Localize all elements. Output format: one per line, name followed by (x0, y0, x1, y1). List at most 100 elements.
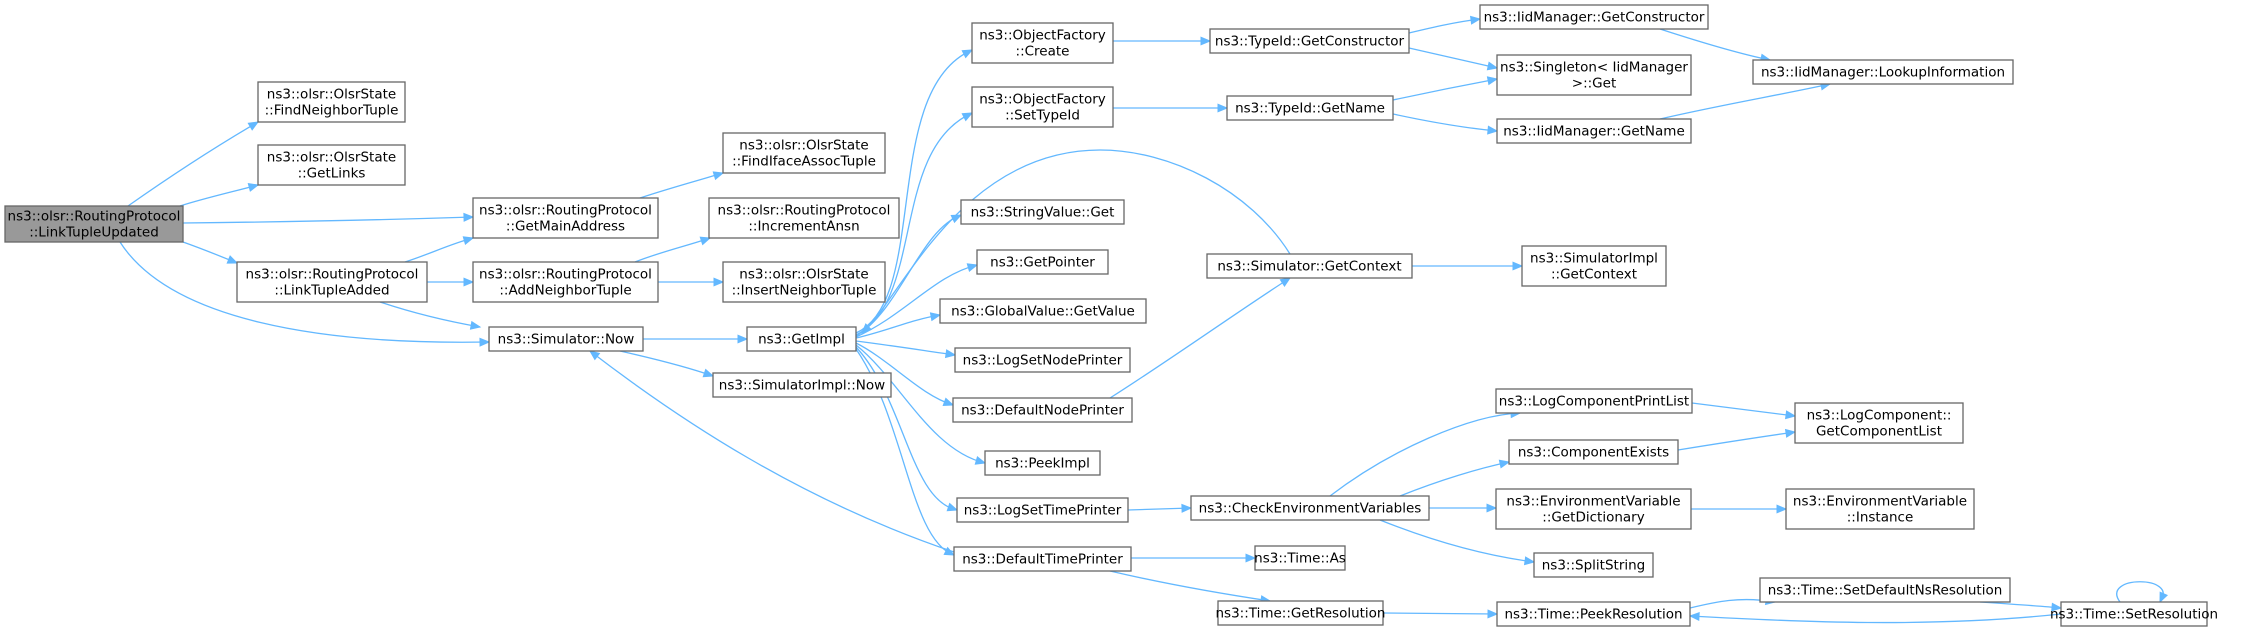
node-typeIdGetConstructor[interactable]: ns3::TypeId::GetConstructor (1209, 28, 1410, 54)
node-box (472, 197, 659, 239)
node-defaultNodePrinter[interactable]: ns3::DefaultNodePrinter (952, 397, 1133, 423)
node-findNeighborTuple[interactable]: ns3::olsr::OlsrState::FindNeighborTuple (257, 81, 406, 123)
node-getPointer[interactable]: ns3::GetPointer (976, 249, 1109, 275)
node-box (960, 199, 1125, 225)
node-label: ns3::IidManager::GetName (1503, 124, 1685, 140)
arrowhead (974, 455, 987, 465)
node-box (976, 249, 1109, 275)
node-label: ns3::DefaultNodePrinter (961, 403, 1124, 419)
node-box (939, 298, 1147, 324)
edge-linkTupleAdded-to-addNeighborTuple (427, 277, 475, 287)
node-logComponentGetList[interactable]: ns3::LogComponent::GetComponentList (1794, 402, 1964, 444)
node-singletonGet[interactable]: ns3::Singleton< IidManager >::Get (1496, 54, 1692, 96)
edge-linkTupleAdded-to-simNow (379, 301, 482, 330)
arrowhead (247, 121, 260, 131)
node-label: ns3::Time::SetResolution (2050, 607, 2218, 623)
node-insertNeighborTuple[interactable]: ns3::olsr::OlsrState::InsertNeighborTupl… (722, 261, 886, 303)
node-addNeighborTuple[interactable]: ns3::olsr::RoutingProtocol::AddNeighborT… (472, 261, 659, 303)
arrowhead (1279, 277, 1292, 287)
node-iidGetName[interactable]: ns3::IidManager::GetName (1496, 118, 1692, 144)
node-linkTupleAdded[interactable]: ns3::olsr::RoutingProtocol::LinkTupleAdd… (236, 261, 428, 303)
node-simNow[interactable]: ns3::Simulator::Now (488, 326, 644, 352)
node-timeGetResolution[interactable]: ns3::Time::GetResolution (1215, 600, 1386, 626)
node-simImplGetContext[interactable]: ns3::SimulatorImpl::GetContext (1521, 245, 1667, 287)
node-simImplNow[interactable]: ns3::SimulatorImpl::Now (712, 372, 892, 398)
node-stringValueGet[interactable]: ns3::StringValue::Get (960, 199, 1125, 225)
node-label: ns3::LogComponent:: (1807, 408, 1952, 424)
edge-ofCreate-to-typeIdGetConstructor (1113, 36, 1212, 46)
node-label: ns3::StringValue::Get (971, 205, 1115, 221)
node-box (1759, 577, 2011, 603)
node-label: ns3::IidManager::LookupInformation (1761, 65, 2005, 81)
edge-simNow-to-getImpl (643, 334, 749, 344)
node-ofCreate[interactable]: ns3::ObjectFactory::Create (971, 22, 1114, 64)
node-label: ::Instance (1847, 510, 1914, 526)
node-incrementAnsn[interactable]: ns3::olsr::RoutingProtocol::IncrementAns… (708, 197, 900, 239)
node-label: ns3::olsr::RoutingProtocol (246, 267, 419, 283)
node-checkEnvVars[interactable]: ns3::CheckEnvironmentVariables (1190, 495, 1430, 521)
node-getMainAddress[interactable]: ns3::olsr::RoutingProtocol::GetMainAddre… (472, 197, 659, 239)
node-box (236, 261, 428, 303)
node-box (1521, 245, 1667, 287)
edge-line (1408, 18, 1481, 34)
edge-defaultTimePrinter-to-timeGetResolution (1109, 570, 1272, 605)
node-box (1496, 54, 1692, 96)
arrowhead (1200, 36, 1212, 46)
node-timeAs[interactable]: ns3::Time::As (1254, 545, 1346, 571)
node-getImpl[interactable]: ns3::GetImpl (746, 326, 857, 352)
node-ofSetTypeId[interactable]: ns3::ObjectFactory::SetTypeId (971, 86, 1114, 128)
node-box (1226, 95, 1394, 121)
edge-checkEnvVars-to-splitString (1379, 519, 1536, 566)
node-label: GetComponentList (1816, 424, 1942, 440)
edge-line (855, 340, 956, 356)
node-simGetContext[interactable]: ns3::Simulator::GetContext (1206, 253, 1413, 279)
node-iidGetConstructor[interactable]: ns3::IidManager::GetConstructor (1479, 4, 1709, 30)
node-defaultTimePrinter[interactable]: ns3::DefaultTimePrinter (953, 546, 1132, 572)
node-envVarInstance[interactable]: ns3::EnvironmentVariable::Instance (1785, 488, 1975, 530)
node-timeSetDefaultNsResolution[interactable]: ns3::Time::SetDefaultNsResolution (1759, 577, 2011, 603)
node-box (953, 546, 1132, 572)
arrowhead (942, 397, 955, 407)
node-getLinks[interactable]: ns3::olsr::OlsrState::GetLinks (257, 144, 406, 186)
edge-line (855, 112, 973, 336)
edge-checkEnvVars-to-envVarGetDictionary (1429, 503, 1498, 513)
node-label: ns3::IidManager::GetConstructor (1484, 10, 1705, 26)
node-findIfaceAssocTuple[interactable]: ns3::olsr::OlsrState::FindIfaceAssocTupl… (722, 132, 886, 174)
node-label: ns3::TypeId::GetName (1235, 101, 1385, 117)
node-peekImpl[interactable]: ns3::PeekImpl (984, 450, 1101, 476)
nodes-layer: ns3::olsr::RoutingProtocol::LinkTupleUpd… (4, 4, 2218, 627)
node-timeSetResolution[interactable]: ns3::Time::SetResolution (2050, 601, 2218, 627)
edge-typeIdGetConstructor-to-iidGetConstructor (1408, 15, 1482, 34)
node-logSetTimePrinter[interactable]: ns3::LogSetTimePrinter (956, 497, 1129, 523)
edge-getImpl-to-logSetNodePrinter (855, 340, 957, 359)
arrowhead (463, 212, 475, 222)
node-iidLookupInformation[interactable]: ns3::IidManager::LookupInformation (1752, 59, 2014, 85)
node-box (722, 132, 886, 174)
arrowhead (1486, 503, 1498, 513)
node-root[interactable]: ns3::olsr::RoutingProtocol::LinkTupleUpd… (4, 205, 184, 243)
edge-typeIdGetConstructor-to-singletonGet (1408, 47, 1499, 71)
node-componentExists[interactable]: ns3::ComponentExists (1508, 439, 1679, 465)
node-box (1752, 59, 2014, 85)
arrowhead (2051, 602, 2063, 612)
node-logComponentPrintList[interactable]: ns3::LogComponentPrintList (1495, 388, 1693, 414)
arrowhead (712, 171, 725, 181)
node-globalValueGetValue[interactable]: ns3::GlobalValue::GetValue (939, 298, 1147, 324)
edge-getImpl-to-ofCreate (855, 49, 974, 334)
edge-line (589, 350, 955, 553)
node-envVarGetDictionary[interactable]: ns3::EnvironmentVariable::GetDictionary (1495, 488, 1692, 530)
edge-linkTupleAdded-to-getMainAddress (404, 236, 475, 263)
node-label: ::Create (1016, 44, 1070, 60)
node-box (1508, 439, 1679, 465)
edge-getImpl-to-globalValueGetValue (855, 312, 942, 339)
node-timePeekResolution[interactable]: ns3::Time::PeekResolution (1496, 601, 1691, 627)
node-typeIdGetName[interactable]: ns3::TypeId::GetName (1226, 95, 1394, 121)
edge-getImpl-to-defaultNodePrinter (855, 342, 955, 407)
node-logSetNodePrinter[interactable]: ns3::LogSetNodePrinter (954, 347, 1131, 373)
node-splitString[interactable]: ns3::SplitString (1533, 552, 1654, 578)
edge-componentExists-to-logComponentGetList (1677, 428, 1797, 451)
node-box (712, 372, 892, 398)
node-box (2060, 601, 2208, 627)
node-label: ns3::olsr::RoutingProtocol (718, 203, 891, 219)
arrowhead (946, 502, 959, 512)
